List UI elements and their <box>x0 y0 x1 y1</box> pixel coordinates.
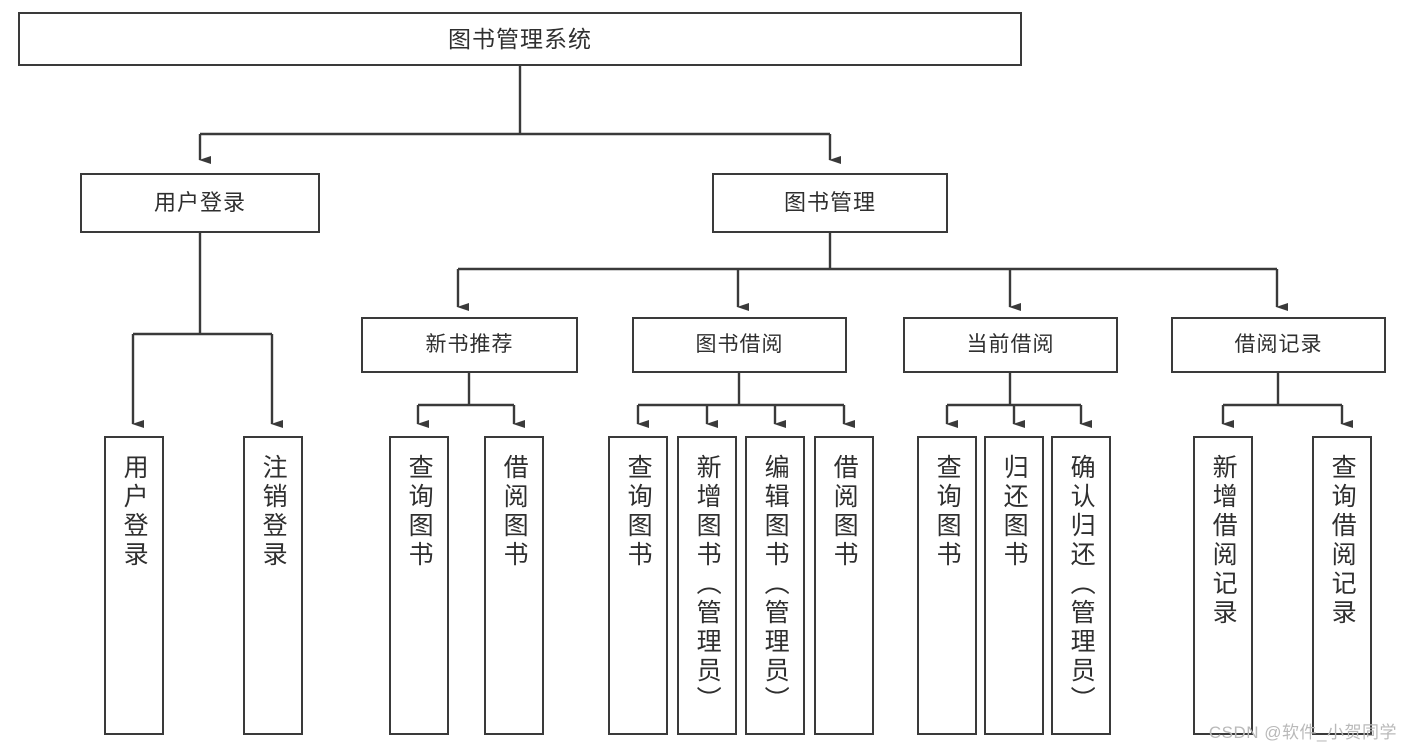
node-label: 借阅记录 <box>1234 332 1323 356</box>
node-label: 借阅图书 <box>500 454 529 570</box>
node-label: 查询借阅记录 <box>1328 454 1357 628</box>
node-label: 借阅图书 <box>830 454 859 570</box>
node-leaf-logout[interactable]: 注销登录 <box>243 436 303 735</box>
node-label: 当前借阅 <box>966 332 1055 356</box>
node-label: 确认归还（管理员） <box>1067 454 1096 715</box>
node-label: 查询图书 <box>624 454 653 570</box>
node-leaf-add-borrow-record[interactable]: 新增借阅记录 <box>1193 436 1253 735</box>
node-borrow-records[interactable]: 借阅记录 <box>1171 317 1386 373</box>
node-label: 图书管理系统 <box>448 25 592 52</box>
node-leaf-edit-book-admin[interactable]: 编辑图书（管理员） <box>745 436 805 735</box>
node-label: 编辑图书（管理员） <box>761 454 790 715</box>
node-label: 用户登录 <box>120 454 149 570</box>
node-leaf-query-book-recommend[interactable]: 查询图书 <box>389 436 449 735</box>
node-label: 查询图书 <box>933 454 962 570</box>
node-book-management-group[interactable]: 图书管理 <box>712 173 948 233</box>
node-book-borrow[interactable]: 图书借阅 <box>632 317 847 373</box>
node-leaf-query-book-current[interactable]: 查询图书 <box>917 436 977 735</box>
node-new-book-recommend[interactable]: 新书推荐 <box>361 317 578 373</box>
node-leaf-user-login[interactable]: 用户登录 <box>104 436 164 735</box>
node-label: 图书借阅 <box>695 332 784 356</box>
node-label: 新增借阅记录 <box>1209 454 1238 628</box>
node-label: 注销登录 <box>259 454 288 570</box>
node-user-login-group[interactable]: 用户登录 <box>80 173 320 233</box>
node-label: 图书管理 <box>783 190 876 216</box>
node-label: 新增图书（管理员） <box>693 454 722 715</box>
node-leaf-query-borrow-record[interactable]: 查询借阅记录 <box>1312 436 1372 735</box>
node-leaf-borrow-book-recommend[interactable]: 借阅图书 <box>484 436 544 735</box>
node-current-borrow[interactable]: 当前借阅 <box>903 317 1118 373</box>
node-root-system[interactable]: 图书管理系统 <box>18 12 1022 66</box>
watermark-text: CSDN @软件_小贺同学 <box>1208 723 1397 742</box>
node-label: 用户登录 <box>153 190 246 216</box>
node-leaf-add-book-admin[interactable]: 新增图书（管理员） <box>677 436 737 735</box>
node-leaf-return-book[interactable]: 归还图书 <box>984 436 1044 735</box>
node-leaf-query-book[interactable]: 查询图书 <box>608 436 668 735</box>
node-leaf-borrow-book[interactable]: 借阅图书 <box>814 436 874 735</box>
node-label: 查询图书 <box>405 454 434 570</box>
node-label: 归还图书 <box>1000 454 1029 570</box>
node-leaf-confirm-return-admin[interactable]: 确认归还（管理员） <box>1051 436 1111 735</box>
node-label: 新书推荐 <box>425 332 514 356</box>
